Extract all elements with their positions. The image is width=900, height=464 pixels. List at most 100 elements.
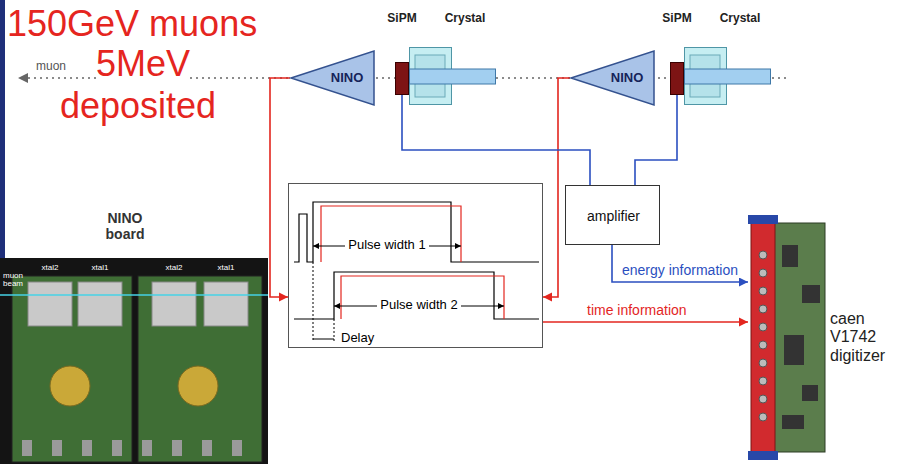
dimension-arrow xyxy=(455,243,461,249)
wire-path xyxy=(635,95,677,185)
pcb xyxy=(12,276,132,462)
sipm-socket xyxy=(50,366,90,406)
node-label: Crystal xyxy=(720,12,761,26)
crystal: Crystal xyxy=(684,47,771,105)
arrowhead xyxy=(739,318,748,327)
photo-label: xtal1 xyxy=(218,263,235,272)
digitizer-board xyxy=(774,223,825,452)
arrowhead xyxy=(543,293,552,302)
node-label: NINO xyxy=(611,71,644,86)
node-label: Crystal xyxy=(445,12,486,26)
dimension-arrow xyxy=(498,303,504,309)
node-label: NINO xyxy=(331,71,364,86)
nino-board-photo-shape xyxy=(0,258,268,464)
crystal-bar xyxy=(685,69,771,84)
wire-path xyxy=(402,95,590,185)
sipm-shape xyxy=(395,62,409,95)
waveform-line xyxy=(313,262,314,342)
waveform-line xyxy=(294,272,539,319)
crystal-shape xyxy=(409,47,496,105)
photo-label: xtal2 xyxy=(166,263,183,272)
dimension-arrow xyxy=(313,243,319,249)
shield-plate xyxy=(78,282,122,326)
crystal-shape xyxy=(684,47,771,105)
wire-label: time information xyxy=(585,302,689,318)
annotation: 150GeV muons xyxy=(7,3,257,44)
lemo-connector xyxy=(142,440,152,456)
signal-wire xyxy=(635,95,677,185)
lemo-connector xyxy=(82,440,92,456)
delay-line xyxy=(313,339,334,340)
wire-label: energy information xyxy=(620,262,740,278)
handle xyxy=(748,451,778,460)
chip xyxy=(782,415,804,429)
sipm-chip xyxy=(396,63,409,95)
arrowhead xyxy=(739,278,748,287)
shield-plate xyxy=(152,282,196,326)
node-label: SiPM xyxy=(662,12,691,26)
signal-wire xyxy=(402,95,590,185)
nino-board-photo: NINO board xyxy=(0,258,268,464)
photo-label: xtal1 xyxy=(92,263,109,272)
chip xyxy=(782,245,798,267)
chip xyxy=(802,285,820,303)
lemo-connector xyxy=(22,440,32,456)
nino-triangle xyxy=(571,51,654,105)
digitizer-module: caen V1742 digitizer xyxy=(748,215,826,460)
lemo-connector xyxy=(172,440,182,456)
node-label: caen V1742 digitizer xyxy=(830,310,894,365)
node-label: SiPM xyxy=(387,12,416,26)
sipm: SiPM xyxy=(670,62,684,95)
lemo-connector xyxy=(202,440,212,456)
connector xyxy=(759,269,767,277)
signal-wire xyxy=(543,318,748,327)
connector xyxy=(759,251,767,259)
connector xyxy=(759,395,767,403)
handle xyxy=(748,215,778,224)
pcb xyxy=(138,276,262,462)
connector xyxy=(759,413,767,421)
beam-line xyxy=(0,294,268,296)
waveform-line xyxy=(294,202,539,262)
shield-plate xyxy=(204,282,248,326)
connector xyxy=(759,377,767,385)
waveform-line xyxy=(341,276,504,319)
timing-box: Pulse width 1Pulse width 2Delay xyxy=(288,183,543,348)
wire-path xyxy=(270,78,290,297)
connector xyxy=(759,323,767,331)
connector xyxy=(759,305,767,313)
crystal-bar xyxy=(410,69,496,84)
chip xyxy=(784,335,804,365)
sipm-chip xyxy=(671,63,684,95)
node-label: NINO board xyxy=(90,210,160,242)
digitizer-panel xyxy=(751,219,775,456)
connector xyxy=(759,287,767,295)
lemo-connector xyxy=(112,440,122,456)
nino-amplifier: NINO xyxy=(570,50,655,106)
shield-plate xyxy=(28,282,72,326)
connector xyxy=(759,341,767,349)
amplifier-box: amplifier xyxy=(565,185,660,245)
wire-path xyxy=(612,245,748,282)
photo-ground xyxy=(0,258,268,464)
node-label: amplifier xyxy=(587,208,640,224)
crystal: Crystal xyxy=(409,47,496,105)
sipm: SiPM xyxy=(395,62,409,95)
signal-wire xyxy=(270,78,290,302)
annotation: 5MeV xyxy=(96,43,190,84)
dimension-label: Pulse width 2 xyxy=(377,298,460,313)
photo-label: xtal2 xyxy=(42,263,59,272)
annotation: deposited xyxy=(60,85,216,126)
sipm-shape xyxy=(670,62,684,95)
chip xyxy=(802,385,818,401)
arrowhead xyxy=(279,293,288,302)
beam-label: muon xyxy=(36,60,66,74)
dimension-arrow xyxy=(334,303,340,309)
photo-label: muon beam xyxy=(3,272,31,288)
timing-box-shape xyxy=(289,184,544,349)
muon-arrowhead xyxy=(18,73,28,83)
lemo-connector xyxy=(52,440,62,456)
dimension-label: Delay xyxy=(341,331,374,346)
connector xyxy=(759,359,767,367)
nino-amplifier: NINO xyxy=(290,50,375,106)
